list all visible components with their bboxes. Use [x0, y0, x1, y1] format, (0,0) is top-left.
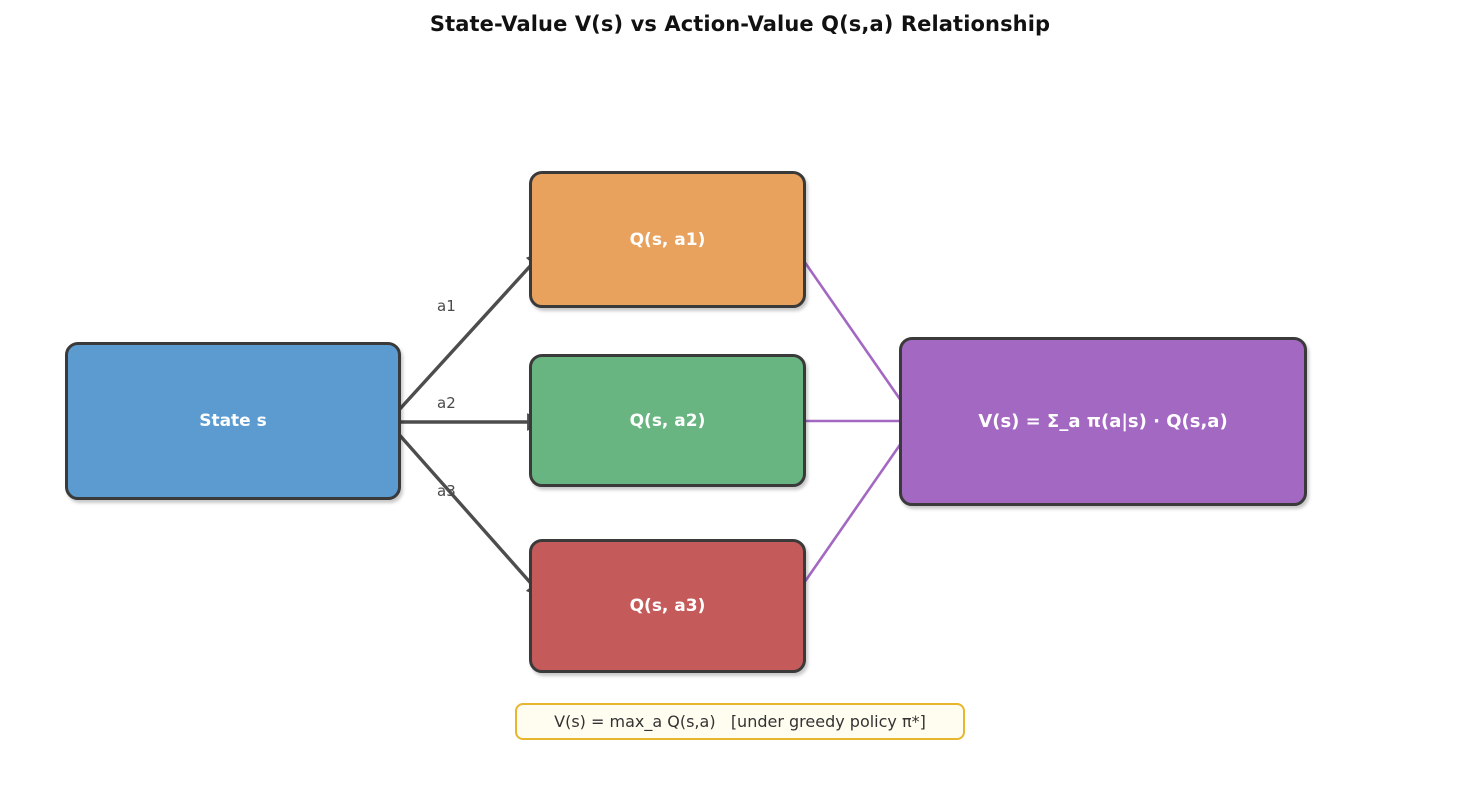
greedy-policy-annotation-text: V(s) = max_a Q(s,a) [under greedy policy…: [554, 712, 926, 731]
edge-q1-to-value: [786, 237, 915, 420]
edge-state-to-q3: [386, 420, 545, 599]
greedy-policy-annotation: V(s) = max_a Q(s,a) [under greedy policy…: [515, 703, 965, 740]
node-q-a2[interactable]: Q(s, a2): [529, 354, 806, 487]
page-title: State-Value V(s) vs Action-Value Q(s,a) …: [429, 12, 1051, 36]
node-state-value-label: V(s) = Σ_a π(a|s) · Q(s,a): [978, 411, 1228, 432]
node-q-a1[interactable]: Q(s, a1): [529, 171, 806, 308]
edge-label-a1: a1: [437, 297, 456, 315]
node-q-a3[interactable]: Q(s, a3): [529, 539, 806, 673]
node-state-value[interactable]: V(s) = Σ_a π(a|s) · Q(s,a): [899, 337, 1307, 506]
node-q-a1-label: Q(s, a1): [629, 229, 706, 250]
node-q-a3-label: Q(s, a3): [629, 596, 706, 616]
edge-label-a3: a3: [437, 482, 456, 500]
edge-q3-to-value: [786, 424, 915, 607]
node-q-a2-label: Q(s, a2): [629, 410, 706, 431]
edge-label-a2: a2: [437, 394, 456, 412]
node-state-label: State s: [199, 411, 267, 431]
node-state[interactable]: State s: [65, 342, 401, 500]
edge-state-to-q1: [386, 250, 545, 424]
